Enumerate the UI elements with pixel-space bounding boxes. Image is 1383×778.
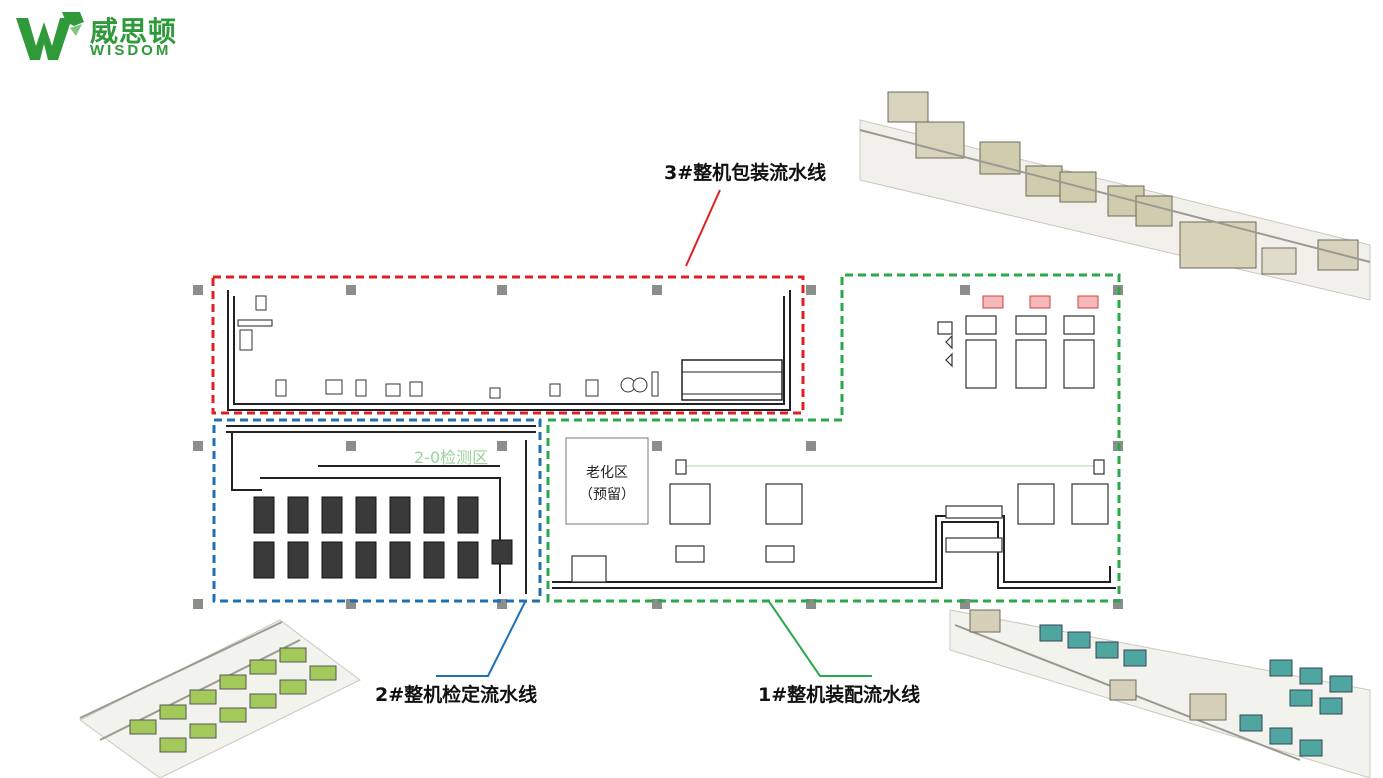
line1-zone-outline (546, 273, 1121, 603)
line3-leader (685, 189, 721, 267)
line1-leader (767, 599, 872, 677)
brand-logo: 威思顿 WISDOM (14, 8, 204, 64)
verification-benches (253, 496, 513, 579)
line2-zone-outline (212, 418, 542, 603)
zone-watermark: 2-0检测区 (414, 448, 489, 467)
packaging-conveyor (227, 290, 791, 411)
line3-label: 3#整机包装流水线 (664, 162, 827, 184)
aging-area-note: （预留） (579, 487, 635, 503)
line2-leader (436, 599, 527, 677)
assembly-conveyor (552, 465, 1116, 589)
aging-area-box (565, 437, 649, 525)
brand-name-cn: 威思顿 (90, 15, 178, 48)
line1-label: 1#整机装配流水线 (758, 684, 921, 706)
packaging-line-3d-render (859, 91, 1371, 301)
brand-name-en: WISDOM (90, 42, 172, 59)
assembly-upper-stations (937, 315, 1095, 389)
assembly-stations (571, 459, 1109, 583)
line3-zone-outline (211, 275, 805, 415)
assembly-line-3d-render (949, 609, 1371, 778)
aging-area-title: 老化区 (586, 465, 628, 481)
packaging-stations (239, 295, 659, 399)
line2-label: 2#整机检定流水线 (375, 684, 538, 706)
assembly-pink-blocks (982, 295, 1099, 309)
verification-line-3d-render (79, 619, 361, 778)
wisdom-logo-icon (16, 12, 84, 60)
aging-area-label: 老化区 （预留） (566, 462, 648, 506)
